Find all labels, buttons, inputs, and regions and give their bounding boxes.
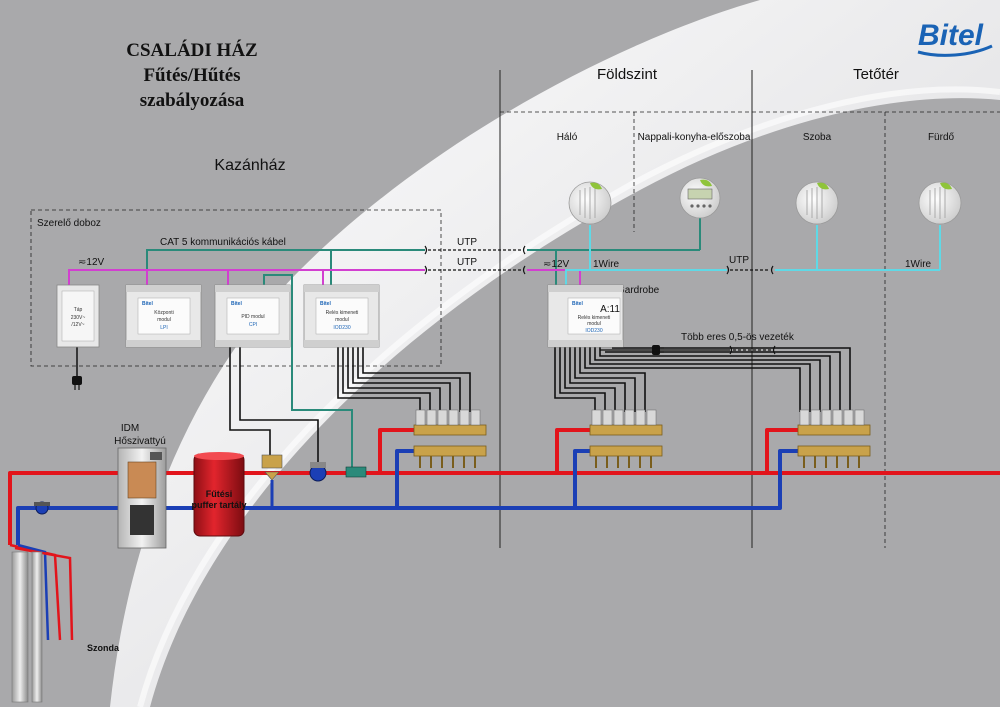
buffer-tank-label: puffer tartály xyxy=(191,500,246,510)
pid-module: Bitel PID modul CPI xyxy=(214,284,291,348)
room-label: Fürdő xyxy=(928,132,955,143)
onewire-bus xyxy=(565,225,941,285)
gardrobe-label: Gardrobe xyxy=(617,285,660,296)
pid-label: CPI xyxy=(249,322,257,328)
title-line-1: CSALÁDI HÁZ xyxy=(126,39,257,61)
hot-pipe xyxy=(8,428,1000,545)
central-label: Központi xyxy=(154,310,173,316)
logo-icon: Bitel xyxy=(917,19,993,57)
module-brand: Bitel xyxy=(572,301,583,307)
heat-pump-label: Hőszivattyú xyxy=(114,436,166,447)
pump-icon xyxy=(309,462,327,482)
central-label: LPI xyxy=(160,325,168,331)
central-label: modul xyxy=(157,317,171,323)
relay2-label: IOD230 xyxy=(585,328,602,334)
room-sensor-icon xyxy=(918,181,962,225)
plug-icon xyxy=(72,347,82,390)
zone-attic: Tetőtér xyxy=(853,66,899,83)
room-label: Nappali-konyha-előszoba xyxy=(638,132,751,143)
manifold-icon xyxy=(413,409,487,468)
probe-label: Szonda xyxy=(87,643,120,653)
signal-wires-manifold-3 xyxy=(584,347,851,412)
utp-label: UTP xyxy=(457,257,477,268)
signal-wires-pid xyxy=(229,347,319,465)
pump-icon xyxy=(34,501,50,515)
utp-splice xyxy=(424,245,526,255)
installer-box xyxy=(30,209,442,367)
thermostat-display-icon xyxy=(679,177,721,219)
room-sensor-icon xyxy=(795,181,839,225)
signal-wires-manifold-2 xyxy=(554,347,646,412)
power-12v-label: ≂12V xyxy=(78,257,105,268)
cat5-label: CAT 5 kommunikációs kábel xyxy=(160,237,286,248)
relay1-label: modul xyxy=(335,317,349,323)
multi-wire-label: Több eres 0,5-ös vezeték xyxy=(681,332,795,343)
heat-pump-label: IDM xyxy=(121,423,139,434)
heat-pump-icon xyxy=(117,447,167,549)
buffer-tank-icon xyxy=(193,452,245,537)
onewire-label: 1Wire xyxy=(905,259,932,270)
probe-icon xyxy=(11,551,43,703)
probe-pipes xyxy=(9,543,74,641)
module-brand: Bitel xyxy=(231,301,242,307)
background-swoosh xyxy=(110,0,1000,707)
zone-ground-floor: Földszint xyxy=(597,66,658,83)
psu-label: Táp xyxy=(74,307,83,313)
relay2-badge: A:11 xyxy=(600,304,620,315)
psu-label: /12V~ xyxy=(71,322,84,328)
room-label: Szoba xyxy=(803,132,832,143)
installer-box-label: Szerelő doboz xyxy=(37,218,101,229)
cold-pipe xyxy=(16,449,798,545)
valve-icon xyxy=(261,454,283,508)
power-12v-label: ≂12V xyxy=(543,259,570,270)
relay-module-1: Bitel Relés kimeneti modul IOD230 xyxy=(303,284,380,348)
title-line-2: Fűtés/Hűtés xyxy=(143,65,240,86)
relay2-label: modul xyxy=(587,321,601,327)
zone-separators xyxy=(499,70,1000,548)
relay-module-2: Bitel A:11 Relés kimeneti modul IOD230 xyxy=(547,284,624,348)
relay1-label: IOD230 xyxy=(333,325,350,331)
title-line-3: szabályozása xyxy=(140,90,245,111)
pid-label: PID modul xyxy=(241,314,264,320)
utp-splice xyxy=(424,265,526,275)
relay1-label: Relés kimeneti xyxy=(326,310,359,316)
zone-boiler-room: Kazánház xyxy=(214,157,285,174)
valve-icon xyxy=(345,466,367,478)
buffer-tank-label: Fűtési xyxy=(206,489,233,499)
room-label: Háló xyxy=(557,132,578,143)
psu-label: 230V~ xyxy=(71,315,86,321)
manifold-icon xyxy=(589,409,663,468)
signal-wires-manifold-1 xyxy=(337,347,471,412)
utp-label: UTP xyxy=(729,255,749,266)
psu-module: Táp 230V~ /12V~ xyxy=(56,284,100,348)
onewire-label: 1Wire xyxy=(593,259,620,270)
relay2-label: Relés kimeneti xyxy=(578,315,611,321)
utp-splice xyxy=(726,265,774,275)
room-sensor-icon xyxy=(568,181,612,225)
module-brand: Bitel xyxy=(142,301,153,307)
central-module: Bitel Központi modul LPI xyxy=(125,284,202,348)
manifold-icon xyxy=(797,409,871,468)
multi-wire-cable xyxy=(600,345,776,355)
module-brand: Bitel xyxy=(320,301,331,307)
logo-text: Bitel xyxy=(918,19,984,52)
utp-label: UTP xyxy=(457,237,477,248)
